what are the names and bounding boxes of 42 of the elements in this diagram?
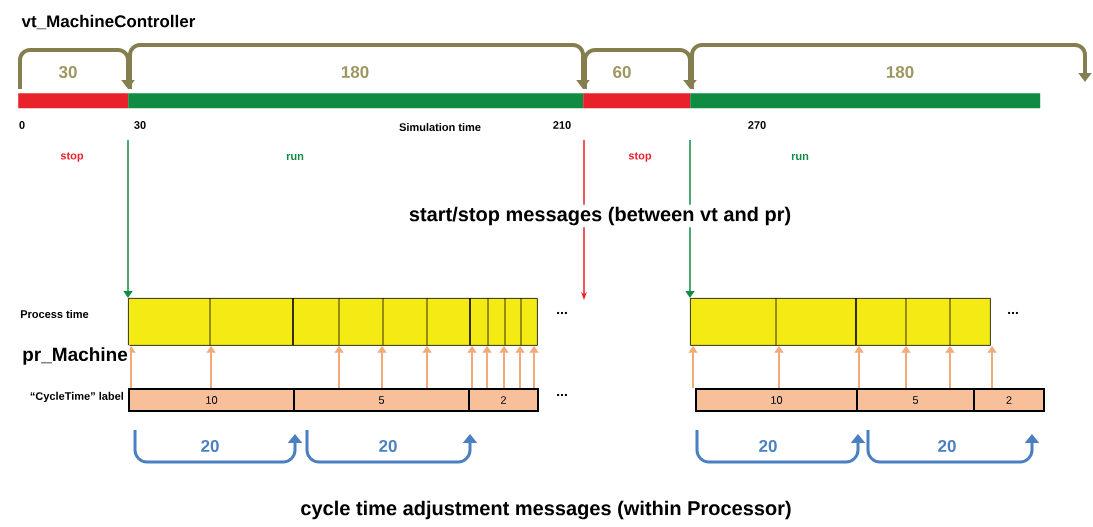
cycle-time-cell: 2 [468,388,539,412]
state-label: stop [626,150,654,164]
heading: vt_MachineController [21,14,196,30]
process-time-strip [690,297,991,346]
section-heading: cycle time adjustment messages (within Processor) [298,498,794,522]
arrow [18,48,135,89]
arrow [583,48,697,89]
tick-label: 210 [550,119,574,131]
tick-label: 270 [745,119,769,131]
section-heading: start/stop messages (between vt and pr) [406,204,794,228]
timeline-segment [128,93,584,109]
tick-label: 0 [16,119,28,131]
state-label: run [284,152,306,162]
duration-label: 20 [759,439,777,452]
duration-label: 20 [938,439,956,452]
arrow [123,139,133,298]
row-label: “CycleTime” label [27,389,126,405]
arrow [128,43,590,89]
edge-label: 180 [341,66,369,78]
edge-label: 60 [613,66,631,78]
arrow [690,43,1092,89]
tick-label: 30 [131,119,149,131]
cycle-time-cell: 5 [856,388,975,412]
duration-label: 20 [201,439,219,452]
edge-label: 30 [58,65,77,79]
cycle-time-cell: 10 [128,388,295,412]
row-label: Process time [18,307,91,321]
timeline-segment [690,93,1041,109]
ellipsis: ... [554,391,570,399]
cycle-time-cell: 2 [973,388,1045,412]
duration-label: 20 [379,439,397,452]
cycle-time-cell: 10 [695,388,858,412]
timeline-segment [583,93,691,109]
lane-label: pr_Machine [20,345,130,367]
ellipsis: ... [1005,309,1021,317]
ellipsis: ... [554,309,570,317]
axis-title: Simulation time [397,120,483,134]
timeline-segment [18,93,129,109]
state-label: run [789,152,811,162]
edge-label: 180 [886,66,914,78]
state-label: stop [58,150,86,164]
process-time-strip [128,297,538,346]
